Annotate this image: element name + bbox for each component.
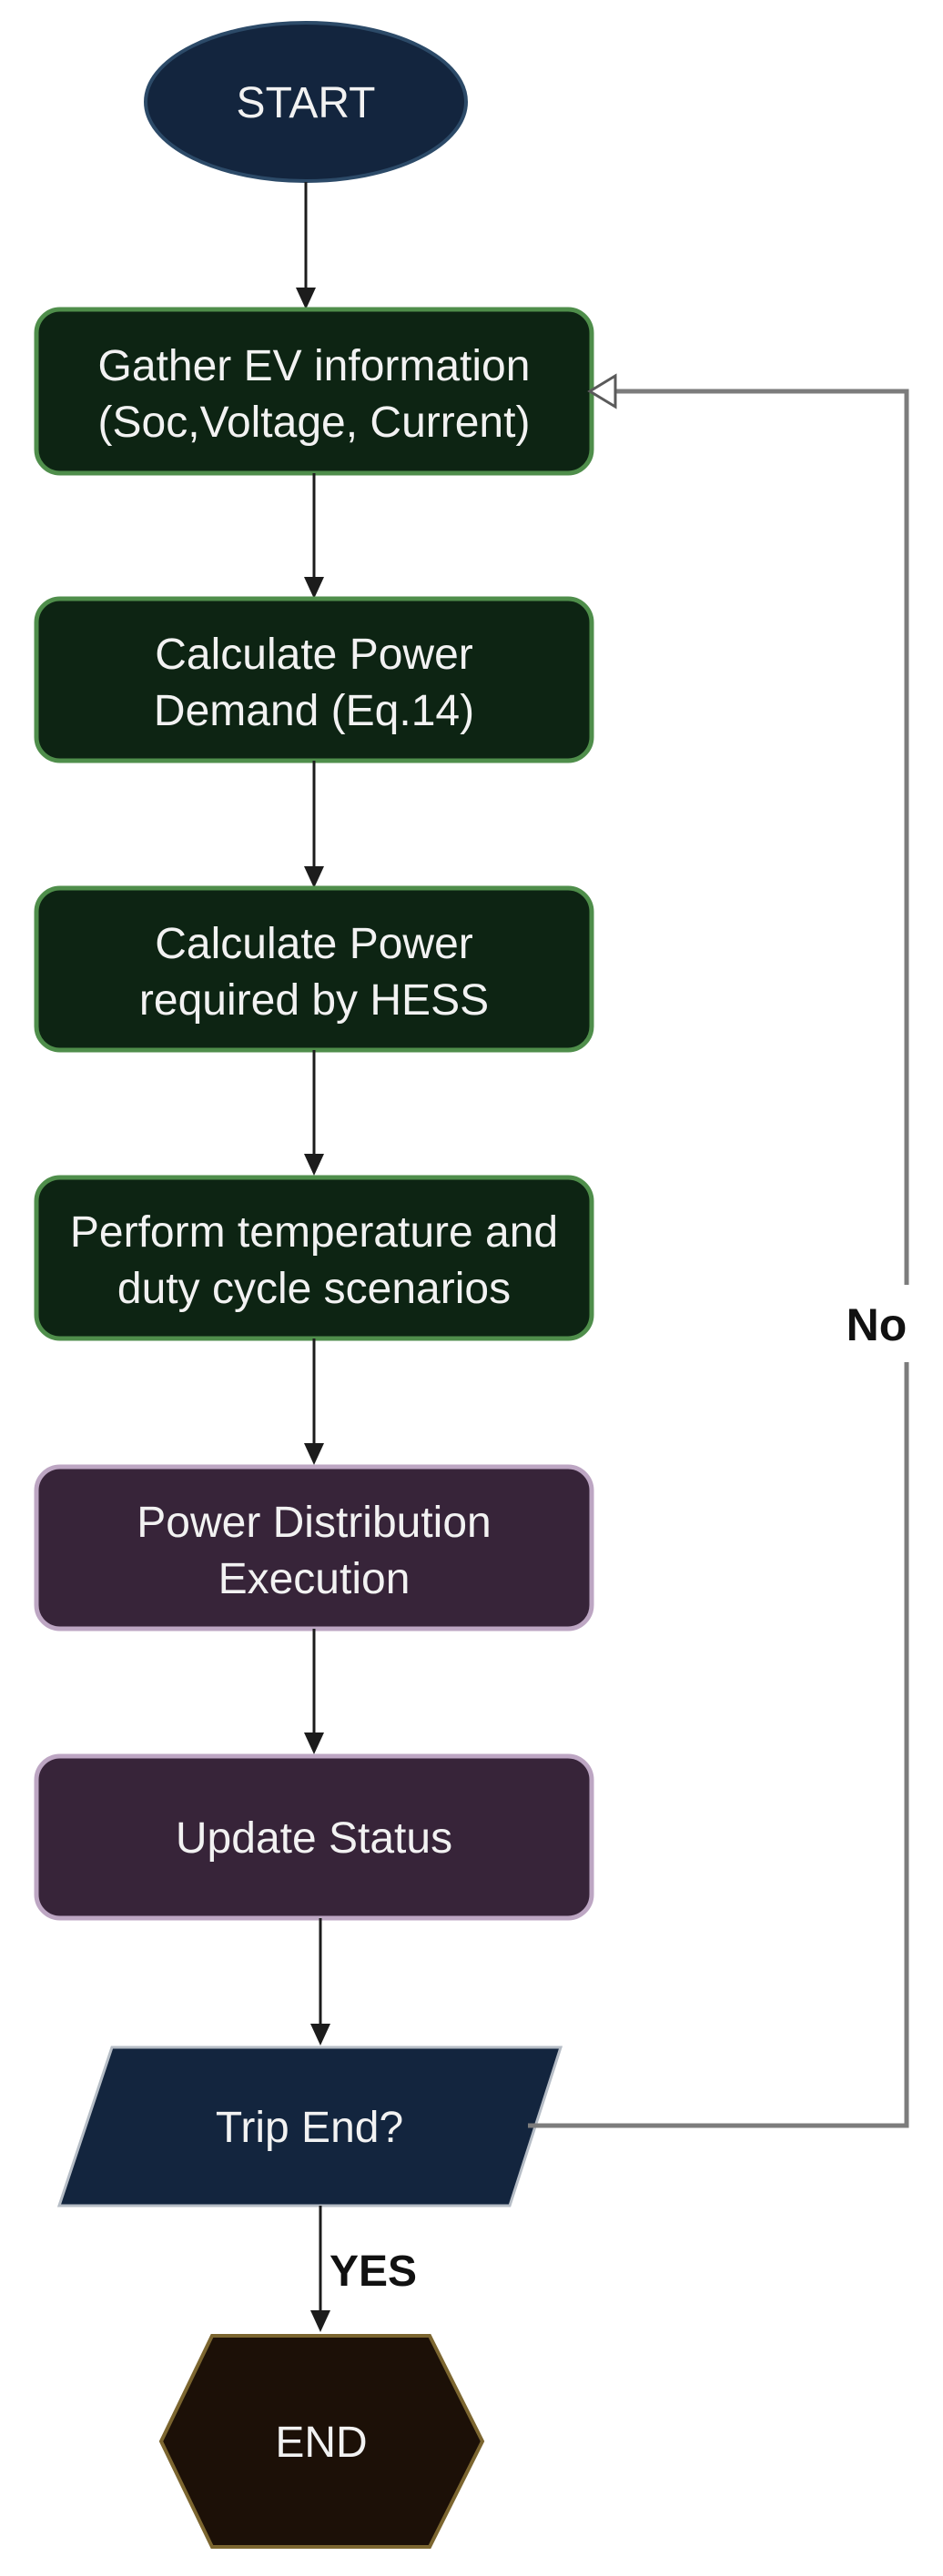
arrow-scenarios-to-distribution: [304, 1339, 324, 1465]
gather-ev-info-line2: (Soc,Voltage, Current): [98, 399, 531, 447]
end-node: [158, 2334, 485, 2549]
arrowhead-down-icon: [304, 866, 324, 888]
calculate-power-demand-node: [34, 596, 594, 763]
arrow-hess-to-scenarios: [304, 1050, 324, 1176]
calculate-power-demand-line2: Demand (Eq.14): [154, 687, 474, 735]
power-distribution-node: [34, 1464, 594, 1631]
arrow-distribution-to-update: [304, 1629, 324, 1754]
power-distribution-line1: Power Distribution: [137, 1499, 491, 1547]
calculate-power-hess-line2: required by HESS: [139, 976, 489, 1025]
no-loop-connector: No: [528, 373, 909, 2128]
arrowhead-down-icon: [296, 288, 316, 309]
trip-end-label: Trip End?: [216, 2104, 403, 2152]
arrow-demand-to-hess: [304, 761, 324, 888]
gather-ev-info-node: [34, 307, 594, 476]
power-distribution-line2: Execution: [218, 1555, 411, 1603]
no-loop-line-lower: [528, 1362, 909, 2128]
start-node-label: START: [237, 79, 376, 127]
update-status-label: Update Status: [176, 1814, 452, 1863]
temperature-scenarios-line2: duty cycle scenarios: [117, 1265, 511, 1313]
arrowhead-down-icon: [304, 1732, 324, 1754]
arrow-gather-to-demand: [304, 473, 324, 599]
yes-edge-label: YES: [330, 2248, 417, 2296]
temperature-scenarios-line1: Perform temperature and: [70, 1208, 558, 1257]
arrowhead-down-icon: [310, 2310, 330, 2332]
start-node: [144, 21, 468, 183]
calculate-power-hess-line1: Calculate Power: [155, 920, 473, 968]
end-node-label: END: [275, 2419, 367, 2467]
arrowhead-down-icon: [310, 2024, 330, 2046]
calculate-power-hess-node: [34, 885, 594, 1053]
open-arrowhead-left-icon: [587, 373, 617, 409]
arrowhead-down-icon: [304, 1443, 324, 1465]
update-status-node: [34, 1753, 594, 1921]
gather-ev-info-line1: Gather EV information: [98, 342, 531, 390]
trip-end-decision-node: [56, 2046, 563, 2207]
arrow-start-to-gather: [296, 182, 316, 309]
no-edge-label: No: [847, 1299, 908, 1350]
calculate-power-demand-line1: Calculate Power: [155, 631, 473, 679]
arrowhead-down-icon: [304, 577, 324, 599]
yes-arrow: YES: [310, 2206, 417, 2332]
arrowhead-down-icon: [304, 1154, 324, 1176]
temperature-scenarios-node: [34, 1175, 594, 1341]
arrow-update-to-tripend: [310, 1918, 330, 2046]
no-loop-line-upper: [612, 389, 909, 1285]
